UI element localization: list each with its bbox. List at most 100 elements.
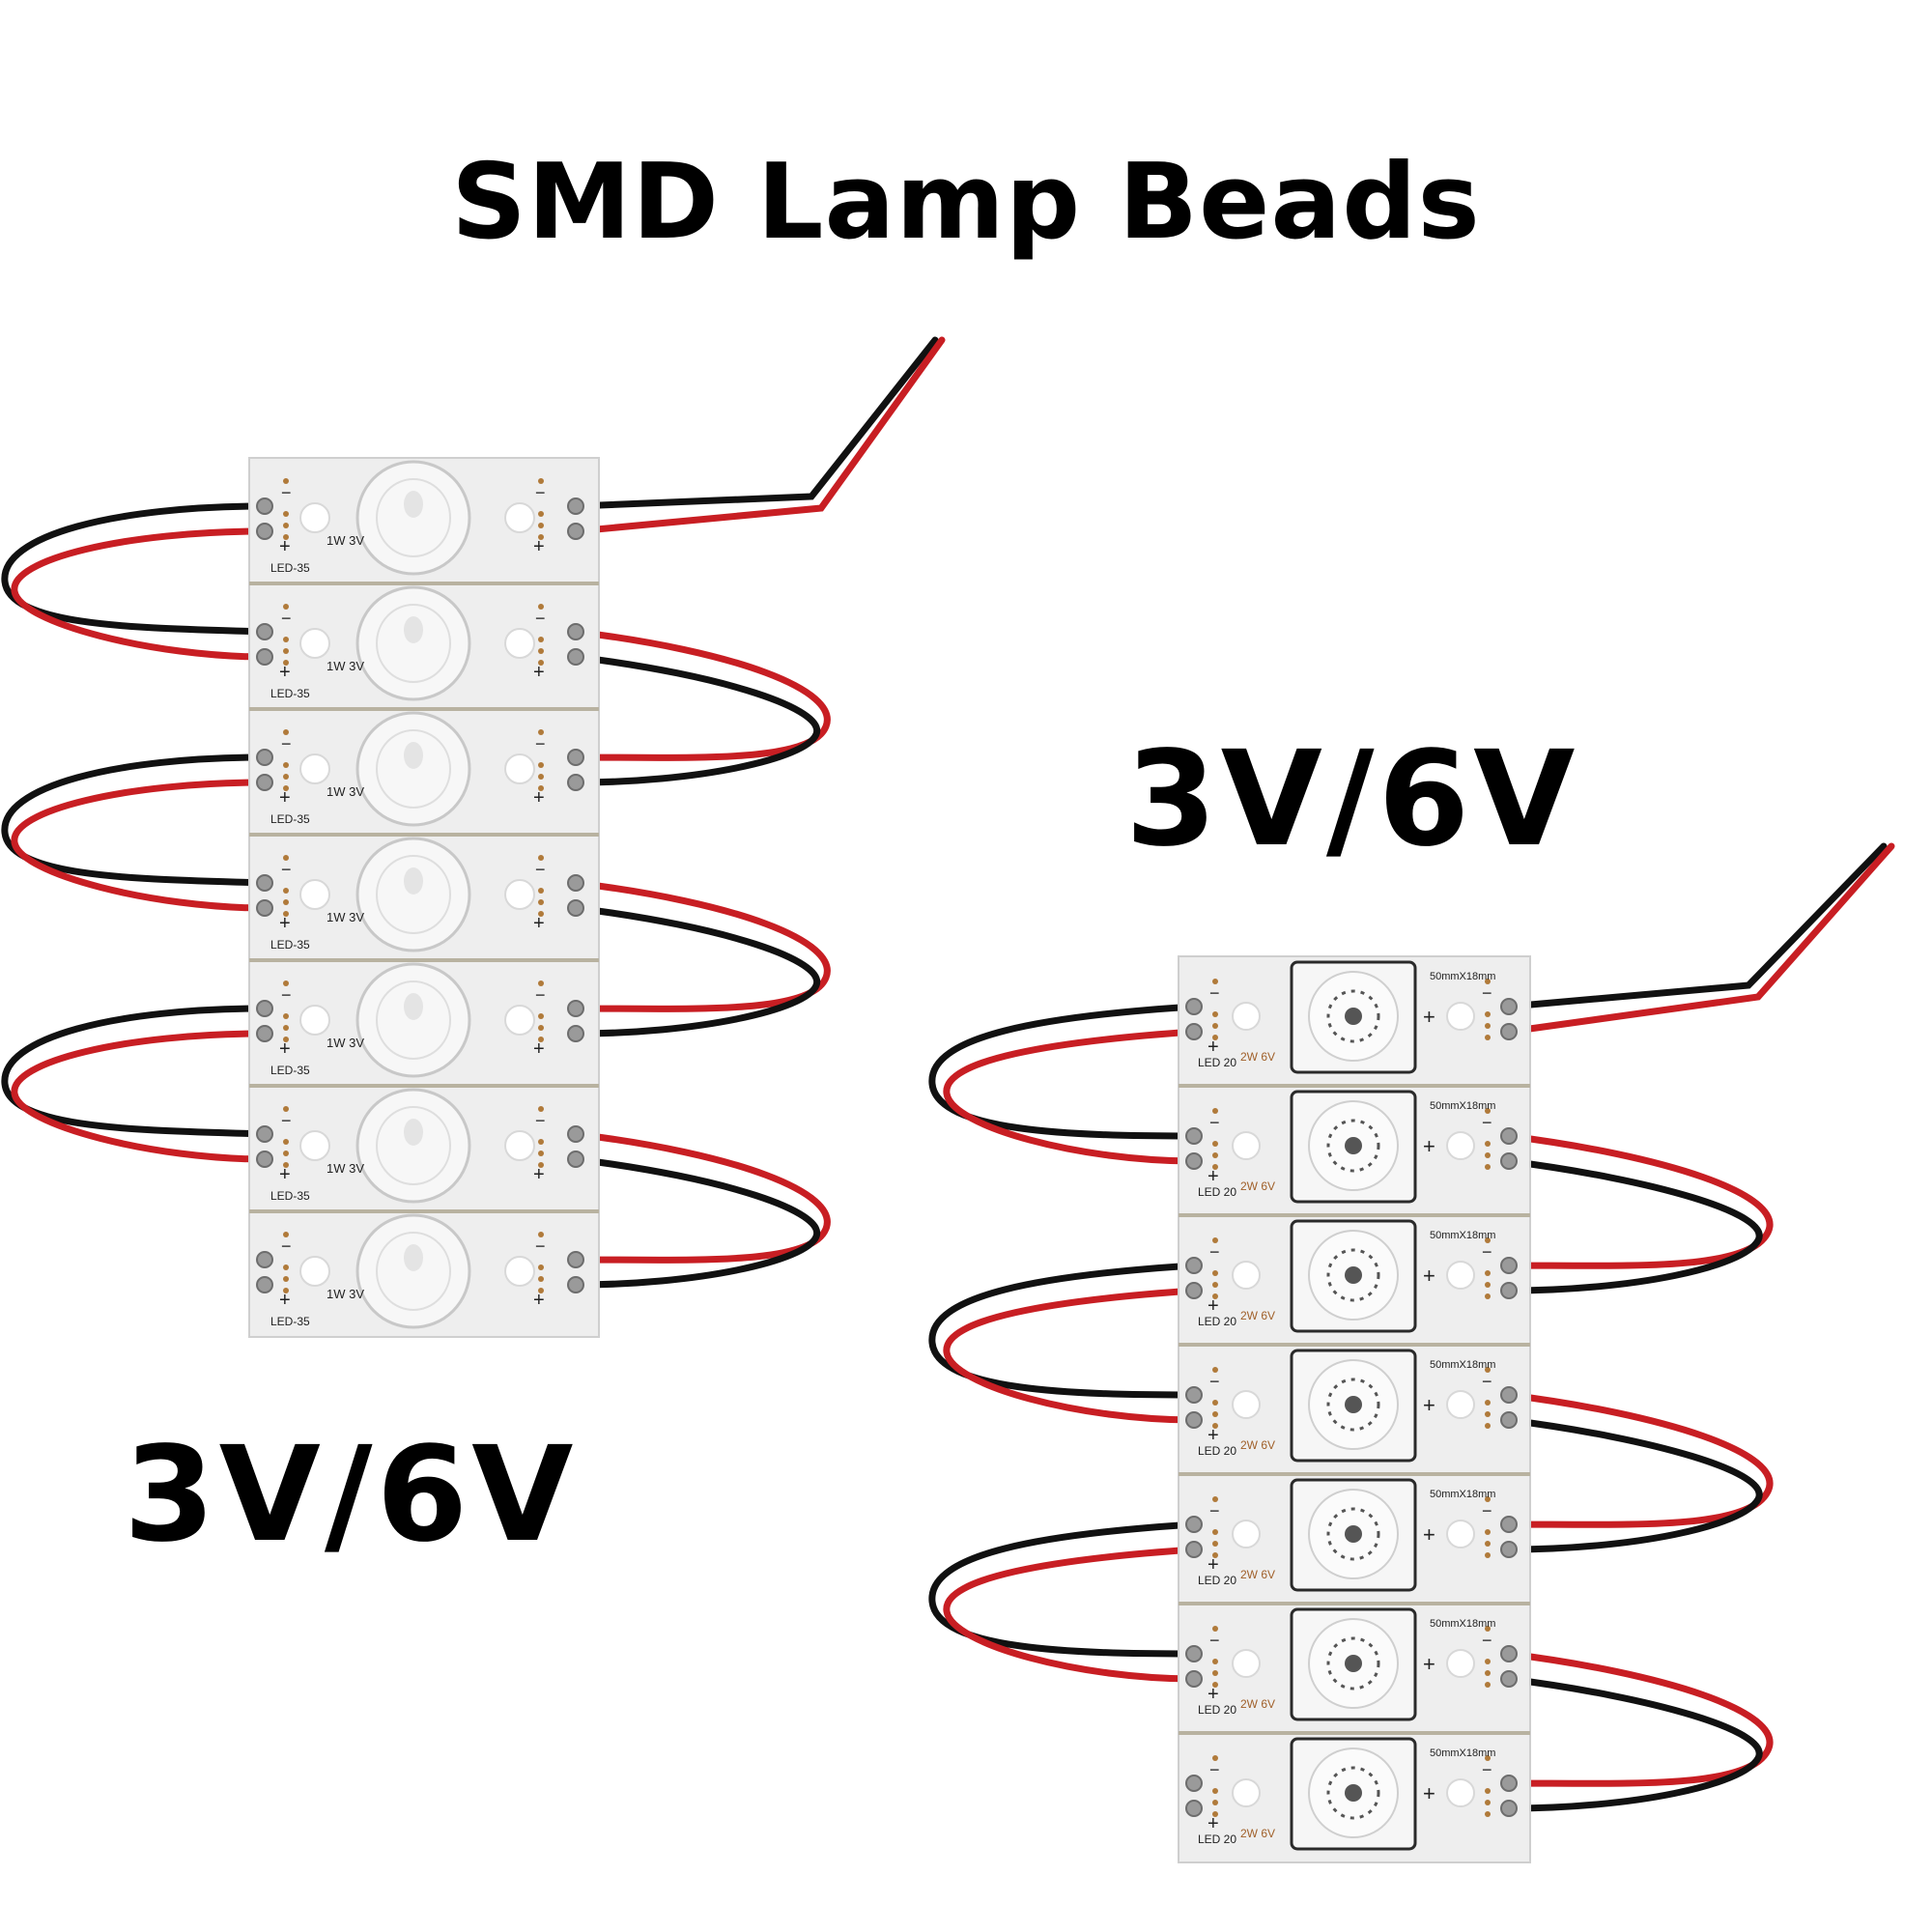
marker-dot	[1485, 1367, 1491, 1373]
solder-pad	[567, 1000, 584, 1017]
marker-dot	[1485, 1800, 1491, 1805]
mount-hole	[1232, 1131, 1261, 1160]
solder-pad	[567, 1251, 584, 1268]
marker-dot	[283, 729, 289, 735]
voltage-label-right: 3V/6V	[1125, 724, 1579, 876]
plus-sign: +	[279, 1164, 291, 1185]
solder-pad	[567, 874, 584, 892]
wire-loop-left-b	[11, 1030, 269, 1163]
marker-dot	[283, 1013, 289, 1019]
lead-wire-b	[1505, 842, 1895, 1036]
marker-dot	[1485, 1529, 1491, 1535]
marker-dot	[538, 774, 544, 780]
plus-sign: +	[1208, 1166, 1219, 1187]
lens-inner	[376, 604, 451, 683]
solder-pad	[1500, 1670, 1518, 1688]
minus-sign: −	[1482, 983, 1492, 1003]
marker-dot	[538, 1288, 544, 1293]
plus-sign: +	[1208, 1813, 1219, 1834]
marker-dot	[283, 1106, 289, 1112]
solder-pad	[256, 623, 273, 640]
wire-loop-left-b	[11, 527, 269, 661]
module-label: LED 20	[1198, 1703, 1236, 1717]
solder-pad	[1500, 1127, 1518, 1145]
mount-hole	[1446, 1520, 1475, 1548]
marker-dot	[283, 899, 289, 905]
wire-loop-right-a	[572, 879, 831, 1012]
marker-dot	[1212, 1411, 1218, 1417]
marker-dot	[1212, 1800, 1218, 1805]
mount-hole	[299, 502, 330, 533]
plus-sign: +	[1423, 1652, 1435, 1676]
marker-dot	[538, 534, 544, 540]
size-label: 50mmX18mm	[1430, 1359, 1495, 1371]
marker-dot	[538, 1025, 544, 1031]
solder-pad	[256, 497, 273, 515]
marker-dot	[283, 523, 289, 528]
solder-pad	[256, 1276, 273, 1293]
solder-pad	[1500, 1282, 1518, 1299]
marker-dot	[283, 762, 289, 768]
minus-sign: −	[1209, 1113, 1220, 1132]
marker-dot	[1212, 1011, 1218, 1017]
solder-pad	[1500, 1541, 1518, 1558]
solder-pad	[256, 749, 273, 766]
minus-sign: −	[281, 1111, 292, 1130]
solder-pad	[1500, 1800, 1518, 1817]
mount-hole	[504, 628, 535, 659]
module-label: LED 20	[1198, 1574, 1236, 1587]
marker-dot	[1212, 1811, 1218, 1817]
marker-dot	[538, 478, 544, 484]
led-chip	[1345, 1396, 1362, 1413]
plus-sign: +	[1423, 1522, 1435, 1547]
lens-inner	[376, 478, 451, 557]
marker-dot	[1485, 1164, 1491, 1170]
marker-dot	[283, 1025, 289, 1031]
lens-inner	[376, 1232, 451, 1311]
lead-wire-b	[572, 336, 946, 535]
lens-inner	[376, 855, 451, 934]
rating-label: 1W 3V	[327, 784, 364, 799]
lens-center	[404, 1244, 423, 1271]
lens-center	[404, 742, 423, 769]
minus-sign: −	[1482, 1631, 1492, 1650]
marker-dot	[1212, 1496, 1218, 1502]
wire-loop-right-b	[572, 1155, 821, 1289]
marker-dot	[283, 1232, 289, 1237]
mount-hole	[299, 1130, 330, 1161]
minus-sign: −	[535, 734, 546, 753]
marker-dot	[538, 1106, 544, 1112]
marker-dot	[1485, 1035, 1491, 1040]
mount-hole	[1446, 1131, 1475, 1160]
lens-ring	[1326, 1248, 1380, 1302]
module-label: LED 20	[1198, 1315, 1236, 1328]
plus-sign: +	[1208, 1684, 1219, 1705]
mount-hole	[299, 628, 330, 659]
solder-pad	[1500, 1023, 1518, 1040]
solder-pad	[1500, 1411, 1518, 1429]
minus-sign: −	[1482, 1242, 1492, 1262]
wire-loop-left-a	[928, 1003, 1198, 1140]
plus-sign: +	[533, 1038, 545, 1060]
marker-dot	[1485, 1293, 1491, 1299]
minus-sign: −	[281, 734, 292, 753]
marker-dot	[1212, 979, 1218, 984]
lead-wire-a	[572, 336, 939, 510]
marker-dot	[283, 1037, 289, 1042]
rating-label: 1W 3V	[327, 533, 364, 548]
lens-center	[404, 867, 423, 895]
solder-pad	[256, 1151, 273, 1168]
marker-dot	[1485, 1011, 1491, 1017]
module-label: LED-35	[270, 561, 310, 575]
plus-sign: +	[279, 662, 291, 683]
solder-pad	[1185, 1670, 1203, 1688]
solder-pad	[567, 623, 584, 640]
marker-dot	[538, 637, 544, 642]
marker-dot	[538, 1162, 544, 1168]
lens-ring	[1326, 1766, 1380, 1820]
